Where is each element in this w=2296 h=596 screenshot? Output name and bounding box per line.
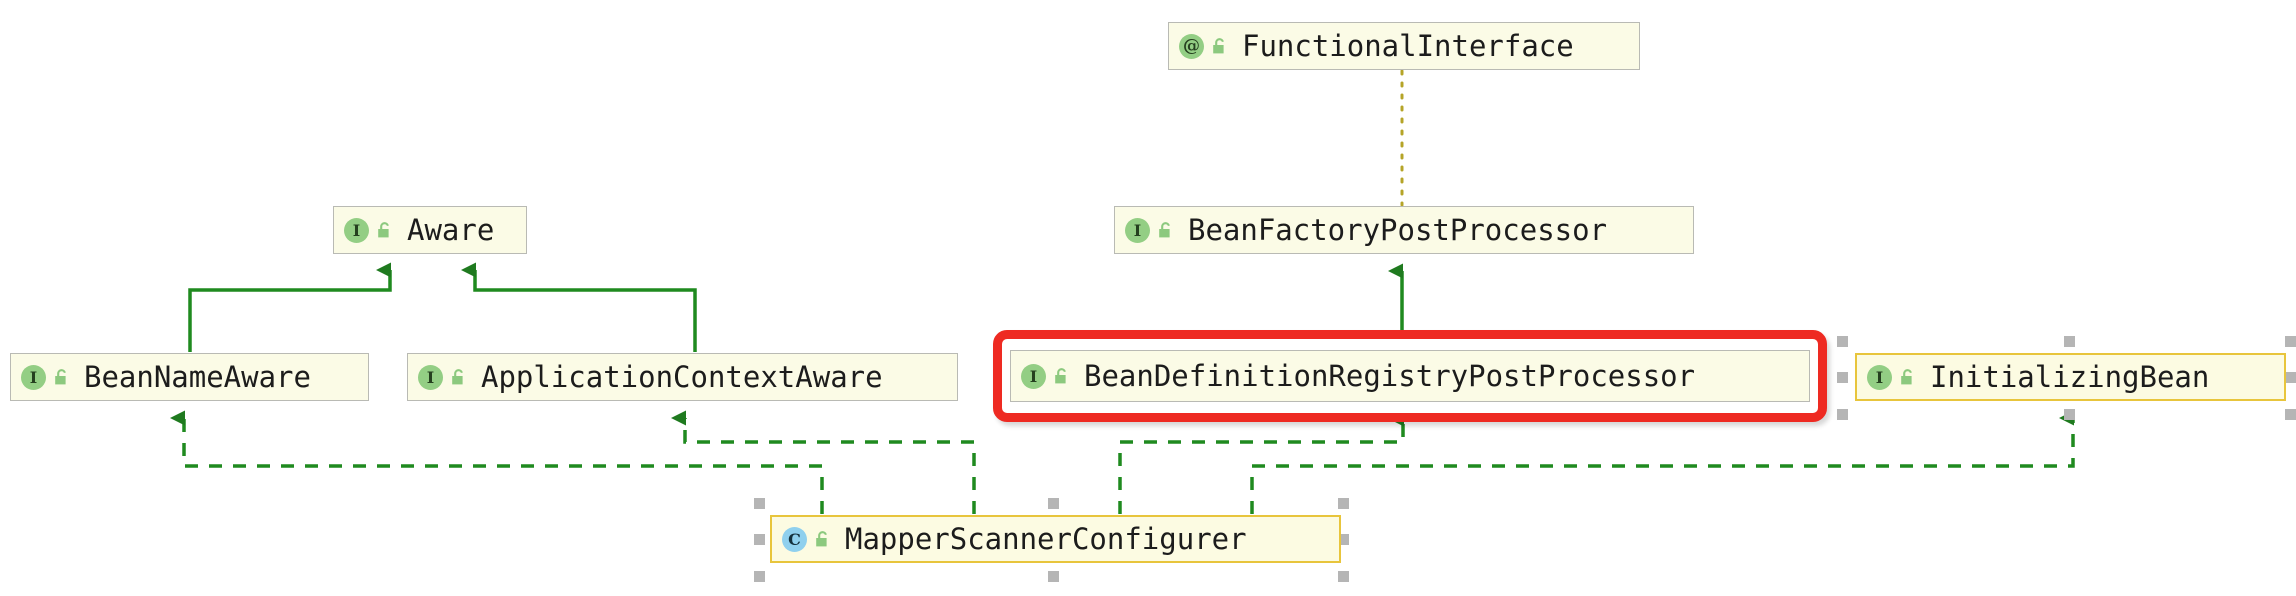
- selection-handle[interactable]: [754, 571, 765, 582]
- unlocked-padlock-icon: [814, 530, 831, 549]
- selection-handle[interactable]: [2064, 409, 2075, 420]
- annotation-icon: @: [1179, 33, 1204, 59]
- node-application-context-aware[interactable]: I ApplicationContextAware: [407, 353, 958, 401]
- node-bean-name-aware[interactable]: I BeanNameAware: [10, 353, 369, 401]
- selection-handle[interactable]: [2285, 336, 2296, 347]
- node-functional-interface[interactable]: @ FunctionalInterface: [1168, 22, 1640, 70]
- selection-handle[interactable]: [754, 498, 765, 509]
- selection-handle[interactable]: [1048, 571, 1059, 582]
- node-aware[interactable]: I Aware: [333, 206, 527, 254]
- class-icon: C: [782, 526, 807, 552]
- selection-handle[interactable]: [1837, 372, 1848, 383]
- unlocked-padlock-icon: [1053, 367, 1070, 386]
- node-mapper-scanner-configurer[interactable]: C MapperScannerConfigurer: [770, 515, 1341, 563]
- edge-applicationcontextaware-extends-aware: [461, 262, 697, 352]
- edge-beannameaware-extends-aware: [188, 262, 392, 352]
- selection-handle[interactable]: [2285, 372, 2296, 383]
- unlocked-padlock-icon: [1157, 221, 1174, 240]
- selection-handle[interactable]: [2064, 336, 2075, 347]
- node-label: BeanNameAware: [84, 359, 311, 394]
- interface-icon: I: [344, 217, 369, 243]
- selection-handle[interactable]: [1837, 336, 1848, 347]
- node-label: InitializingBean: [1930, 359, 2210, 394]
- node-label: Aware: [407, 212, 495, 247]
- node-label: ApplicationContextAware: [481, 359, 883, 394]
- interface-icon: I: [1867, 364, 1892, 390]
- node-label: BeanDefinitionRegistryPostProcessor: [1084, 358, 1696, 393]
- selection-handle[interactable]: [1837, 409, 1848, 420]
- interface-icon: I: [418, 364, 443, 390]
- selection-handle[interactable]: [1338, 534, 1349, 545]
- unlocked-padlock-icon: [1899, 368, 1916, 387]
- unlocked-padlock-icon: [376, 221, 393, 240]
- selection-handle[interactable]: [1338, 571, 1349, 582]
- node-label: MapperScannerConfigurer: [845, 521, 1247, 556]
- node-initializing-bean[interactable]: I InitializingBean: [1855, 353, 2286, 401]
- unlocked-padlock-icon: [1211, 37, 1228, 56]
- selection-handle[interactable]: [2285, 409, 2296, 420]
- interface-icon: I: [1021, 363, 1046, 389]
- node-bean-factory-post-processor[interactable]: I BeanFactoryPostProcessor: [1114, 206, 1694, 254]
- interface-icon: I: [21, 364, 46, 390]
- unlocked-padlock-icon: [450, 368, 467, 387]
- node-bean-definition-registry-post-processor[interactable]: I BeanDefinitionRegistryPostProcessor: [1010, 350, 1810, 402]
- edge-msc-implements-bdrpp: [1118, 411, 1405, 514]
- edge-msc-implements-applicationcontextaware: [671, 410, 976, 514]
- edge-msc-implements-initializingbean: [1250, 410, 2075, 514]
- unlocked-padlock-icon: [53, 368, 70, 387]
- selection-handle[interactable]: [1048, 498, 1059, 509]
- node-label: FunctionalInterface: [1242, 28, 1574, 63]
- edge-msc-implements-beannameaware: [170, 410, 824, 514]
- node-label: BeanFactoryPostProcessor: [1188, 212, 1608, 247]
- interface-icon: I: [1125, 217, 1150, 243]
- selection-handle[interactable]: [754, 534, 765, 545]
- selection-handle[interactable]: [1338, 498, 1349, 509]
